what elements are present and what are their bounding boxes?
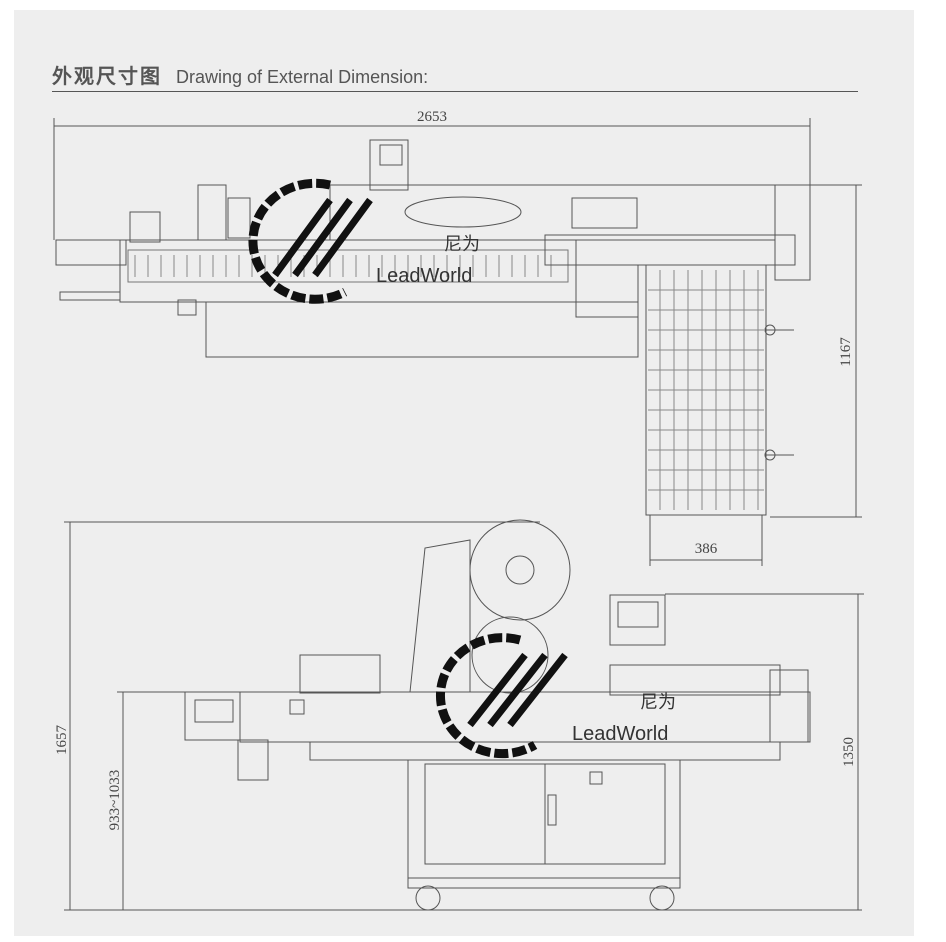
front-view: 1657 933~1033 1350 [54, 519, 864, 911]
watermark-front-cn: 尼为 [640, 692, 676, 713]
title-en: Drawing of External Dimension: [176, 67, 429, 87]
page-title: 外观尺寸图 Drawing of External Dimension: [52, 60, 428, 89]
dimension-width-label: 1167 [838, 337, 854, 367]
dimension-width: 1167 [770, 184, 862, 518]
dimension-body-height-label: 1350 [841, 737, 857, 767]
dimension-length-label: 2653 [417, 109, 447, 125]
watermark-front: 尼为 LeadWorld [435, 633, 676, 759]
watermark-front-en: LeadWorld [572, 723, 668, 745]
watermark-top-cn: 尼为 [444, 234, 480, 255]
dimension-work-height-label: 933~1033 [107, 770, 123, 831]
watermark-top: 尼为 LeadWorld [248, 178, 480, 304]
top-view: 2653 1167 386 [53, 109, 862, 566]
dimension-length: 2653 [53, 109, 811, 240]
dimension-conveyor-label: 386 [695, 541, 718, 557]
drawing-panel [14, 10, 914, 936]
dimension-body-height: 1350 [665, 593, 864, 910]
dimension-total-height-label: 1657 [54, 725, 70, 756]
dimension-conveyor: 386 [649, 515, 763, 566]
watermark-top-en: LeadWorld [376, 265, 472, 287]
conveyor-top [645, 264, 794, 516]
dimension-total-height: 1657 [54, 521, 862, 911]
title-divider [52, 91, 858, 92]
dimension-work-height: 933~1033 [107, 691, 185, 910]
title-cn: 外观尺寸图 [52, 64, 162, 88]
